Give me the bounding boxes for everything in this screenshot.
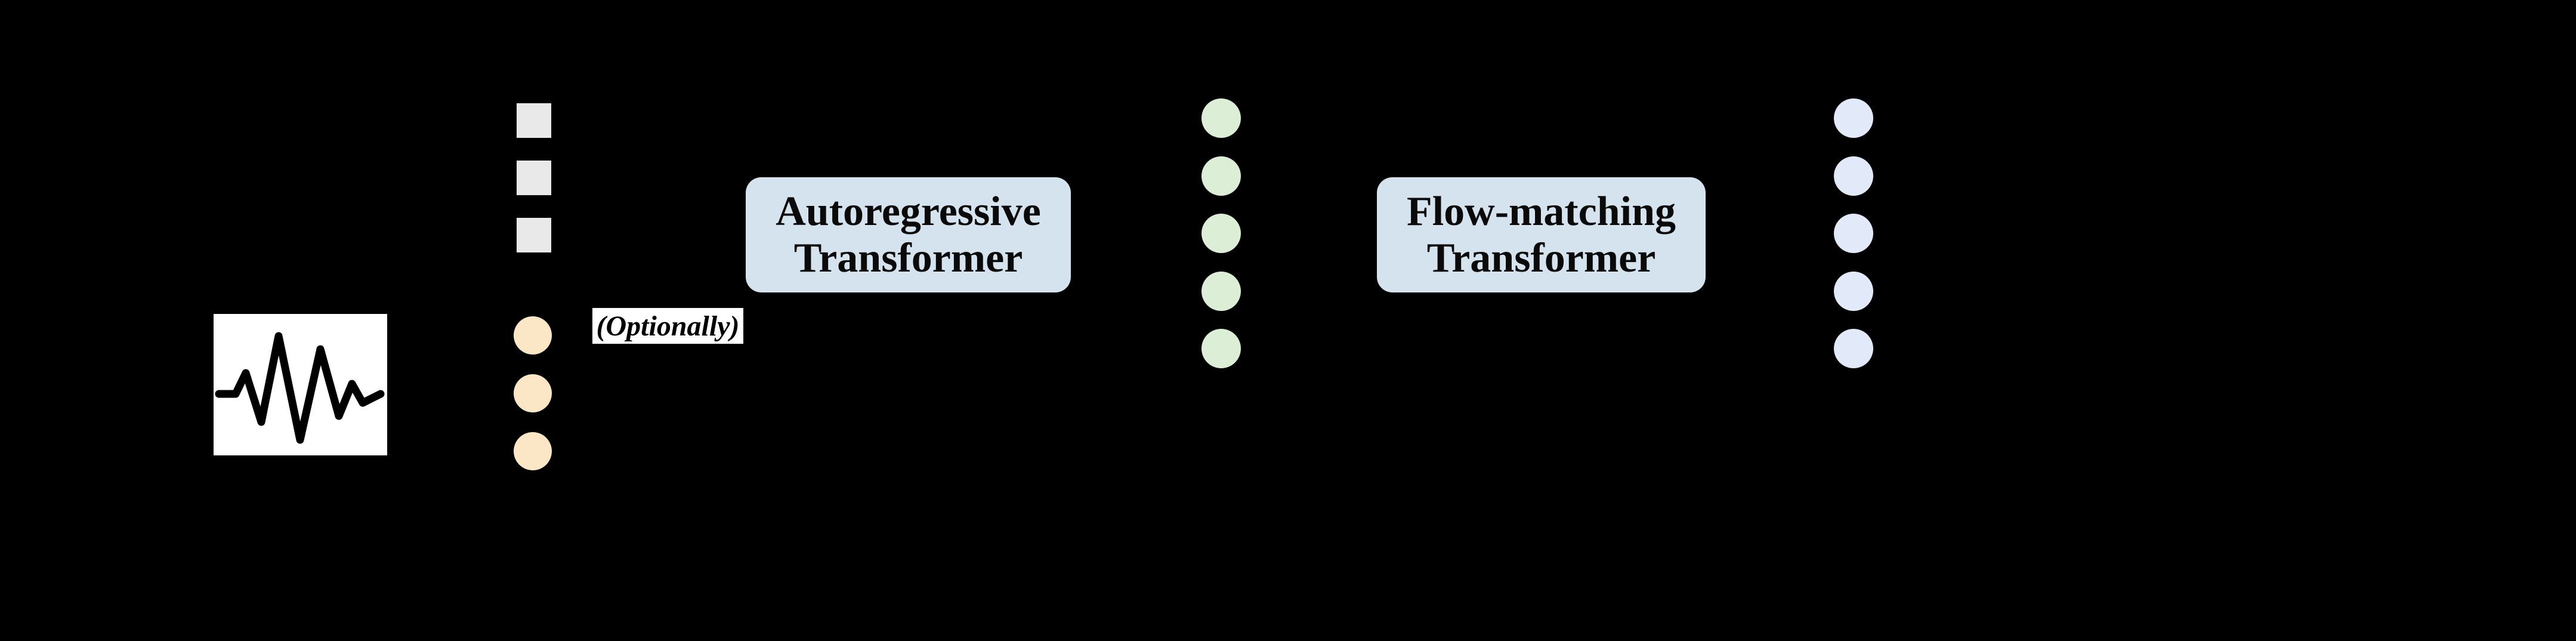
orange-circle-token-column (514, 316, 552, 470)
flow-matching-transformer-label-line1: Flow-matching (1406, 188, 1676, 235)
green-circle-token (1201, 271, 1241, 311)
purple-circle-token (1834, 271, 1873, 311)
waveform-line (215, 332, 385, 444)
gray-square-token (517, 218, 551, 252)
purple-circle-token (1834, 214, 1873, 253)
gray-square-token (517, 103, 551, 138)
autoregressive-transformer-label-line1: Autoregressive (776, 188, 1041, 235)
green-circle-token (1201, 98, 1241, 138)
orange-circle-token (514, 374, 552, 412)
purple-circle-token (1834, 98, 1873, 138)
autoregressive-transformer-label-line2: Transformer (793, 235, 1023, 281)
purple-circle-token (1834, 329, 1873, 368)
audio-waveform-box (214, 314, 387, 455)
green-circle-token-column (1201, 98, 1241, 368)
waveform-icon (215, 332, 385, 444)
green-circle-token (1201, 214, 1241, 253)
optionally-label: (Optionally) (592, 308, 743, 344)
purple-circle-token-column (1834, 98, 1873, 368)
flow-matching-transformer-box: Flow-matching Transformer (1377, 177, 1706, 292)
orange-circle-token (514, 432, 552, 470)
orange-circle-token (514, 316, 552, 355)
purple-circle-token (1834, 156, 1873, 196)
green-circle-token (1201, 329, 1241, 368)
gray-square-token (517, 161, 551, 195)
gray-square-token-column (517, 103, 551, 252)
autoregressive-transformer-box: Autoregressive Transformer (746, 177, 1071, 292)
green-circle-token (1201, 156, 1241, 196)
flow-matching-transformer-label-line2: Transformer (1426, 235, 1656, 281)
